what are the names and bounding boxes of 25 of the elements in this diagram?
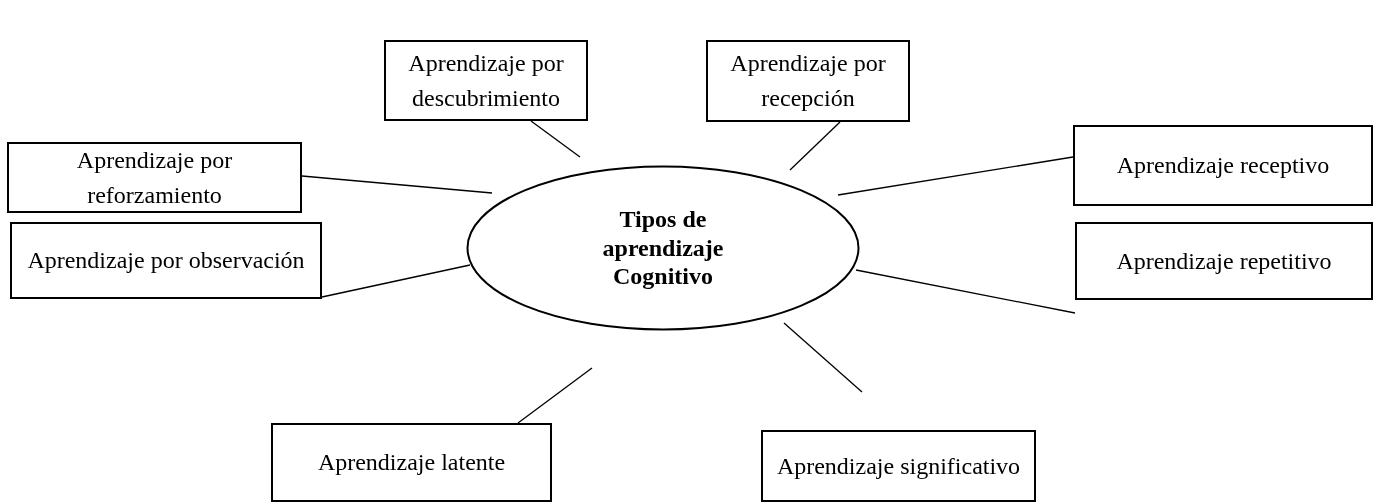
concept-box — [761, 430, 1036, 502]
concept-box — [384, 40, 588, 121]
node-text: Aprendizaje por observación — [27, 246, 305, 276]
connector-line — [321, 264, 471, 298]
node-text: Aprendizaje significativo — [776, 451, 1021, 481]
connector-line — [517, 367, 593, 424]
concept-box — [7, 142, 302, 213]
connector-line — [789, 121, 841, 171]
connector-line — [783, 322, 863, 393]
connector-line — [530, 120, 581, 158]
node-text: Aprendizaje latente — [317, 448, 506, 478]
node-text: Aprendizaje receptivo — [1116, 151, 1330, 181]
connector-line — [837, 156, 1074, 196]
concept-box — [10, 222, 322, 299]
node-text: Aprendizaje repetitivo — [1116, 246, 1332, 276]
concept-box — [1075, 222, 1373, 300]
concept-box — [1073, 125, 1373, 206]
connector-line — [301, 175, 493, 194]
node-text: Aprendizaje por reforzamiento — [75, 145, 234, 210]
connector-line — [855, 269, 1076, 314]
node-text: Aprendizaje por recepción — [729, 49, 887, 113]
concept-box — [271, 423, 552, 502]
concept-box — [706, 40, 910, 122]
node-text: Aprendizaje por descubrimiento — [407, 48, 565, 113]
node-text: Tipos de aprendizaje Cognitivo — [601, 204, 725, 292]
